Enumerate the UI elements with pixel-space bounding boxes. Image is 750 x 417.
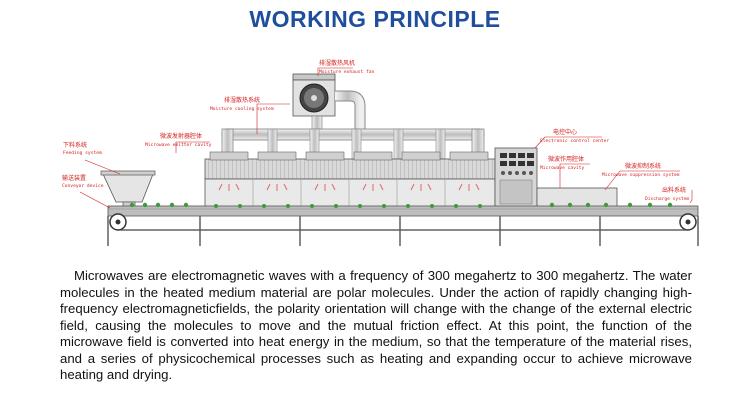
svg-text:电控中心: 电控中心: [553, 128, 577, 136]
feeding-hopper: [100, 170, 156, 209]
electronic-control-center: [494, 147, 538, 210]
svg-text:Moisture cooling system: Moisture cooling system: [210, 106, 274, 112]
leader-lines: [79, 67, 693, 209]
microwave-heat-arrows: [218, 183, 480, 191]
material-on-belt: [129, 202, 673, 208]
label-moisture-exhaust-fan: 排湿散热风机 Moisture exhaust fan: [319, 59, 375, 75]
svg-text:Microwave suppression system: Microwave suppression system: [602, 172, 680, 178]
svg-text:Conveyor device: Conveyor device: [62, 183, 104, 189]
svg-text:微波抑制系统: 微波抑制系统: [625, 162, 661, 170]
svg-text:Electronic control center: Electronic control center: [540, 138, 609, 144]
label-feeding-system: 下料系统 Feeding system: [63, 141, 102, 156]
svg-text:下料系统: 下料系统: [63, 141, 87, 149]
moisture-cooling-ducts: [221, 128, 485, 160]
svg-text:Moisture exhaust fan: Moisture exhaust fan: [319, 69, 375, 75]
svg-text:Feeding system: Feeding system: [63, 150, 102, 156]
svg-text:Microwave emitter cavity: Microwave emitter cavity: [145, 142, 212, 148]
label-microwave-cavity: 微波作用腔体 Microwave cavity: [540, 155, 584, 171]
svg-text:排湿散热系统: 排湿散热系统: [224, 96, 260, 104]
label-microwave-suppression-system: 微波抑制系统 Microwave suppression system: [602, 162, 680, 178]
working-principle-paragraph: Microwaves are electromagnetic waves wit…: [60, 268, 692, 382]
svg-text:Discharge system: Discharge system: [645, 196, 689, 202]
svg-text:输送装置: 输送装置: [62, 174, 86, 182]
svg-text:排湿散热风机: 排湿散热风机: [319, 59, 355, 67]
microwave-emitter-cavity: [204, 151, 496, 180]
svg-text:微波作用腔体: 微波作用腔体: [548, 155, 584, 163]
label-discharge-system: 出料系统 Discharge system: [645, 186, 689, 202]
label-moisture-cooling-system: 排湿散热系统 Moisture cooling system: [210, 96, 274, 112]
svg-text:微波发射器腔体: 微波发射器腔体: [160, 132, 202, 140]
label-conveyor-device: 输送装置 Conveyor device: [62, 174, 104, 189]
page-title: WORKING PRINCIPLE: [249, 6, 501, 32]
label-microwave-emitter-cavity: 微波发射器腔体 Microwave emitter cavity: [145, 132, 212, 148]
label-electronic-control-center: 电控中心 Electronic control center: [540, 128, 609, 144]
microwave-dryer-diagram: 排湿散热风机 Moisture exhaust fan 排湿散热系统 Moist…: [62, 59, 699, 246]
moisture-exhaust-fan: [292, 73, 336, 117]
svg-text:出料系统: 出料系统: [662, 186, 686, 194]
svg-text:Microwave cavity: Microwave cavity: [540, 165, 584, 171]
microwave-cavity: [204, 178, 496, 210]
conveyor-belt: [107, 205, 699, 246]
